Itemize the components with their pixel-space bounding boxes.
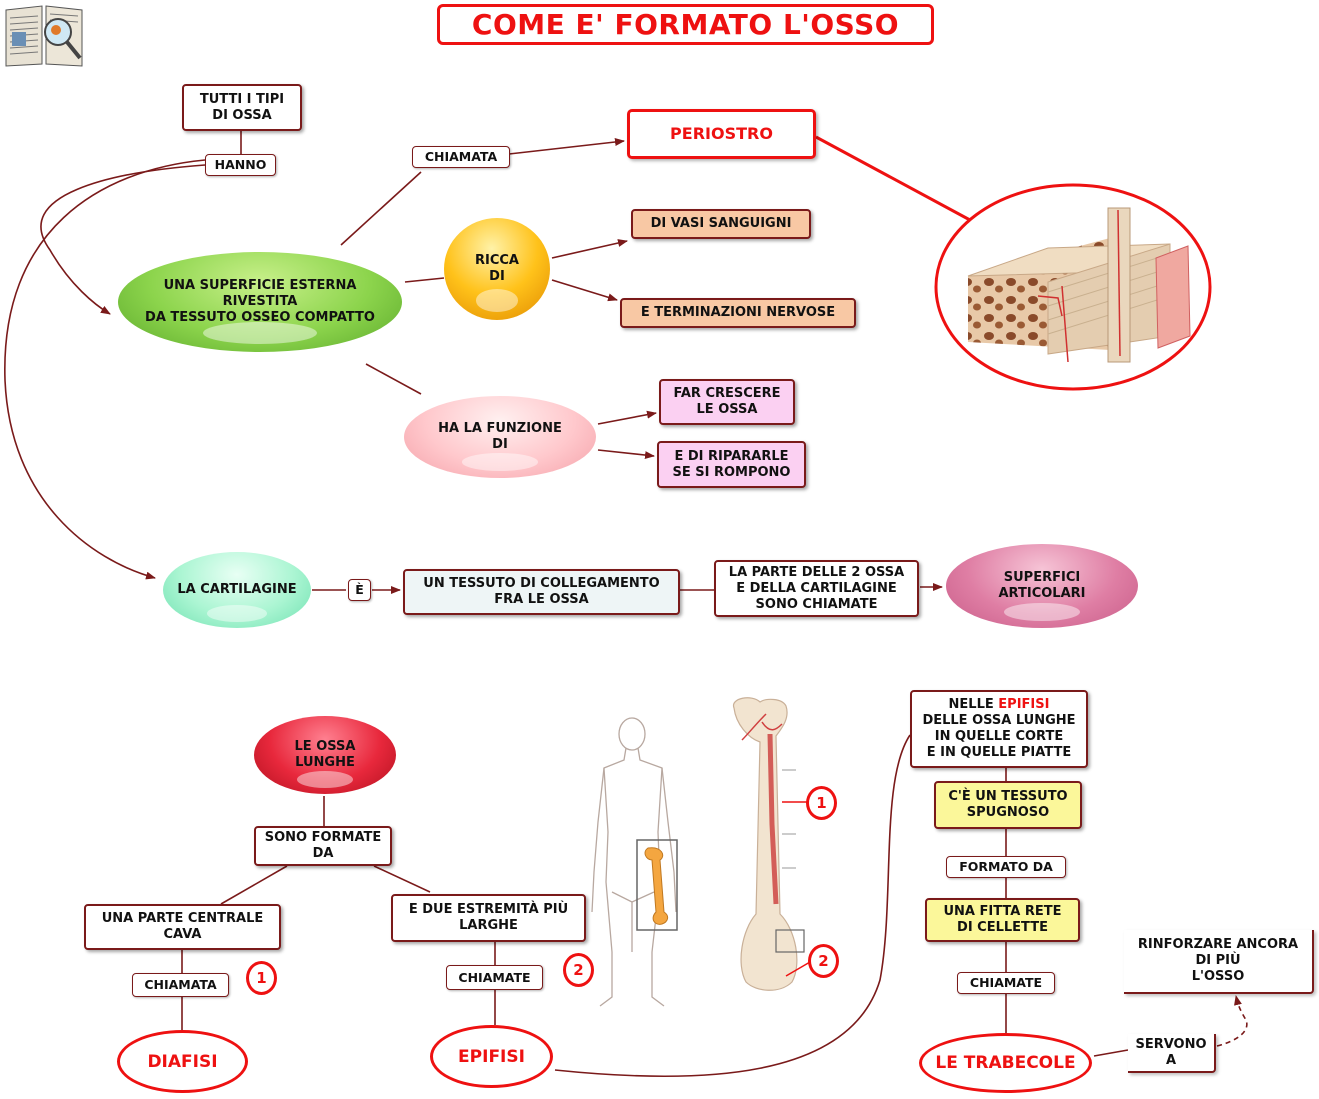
node-tessuto-collegamento: UN TESSUTO DI COLLEGAMENTO FRA LE OSSA (403, 569, 680, 615)
book-magnifier-icon (5, 5, 83, 67)
detail-circle (934, 183, 1212, 391)
node-trabecole: LE TRABECOLE (919, 1033, 1092, 1093)
node-ossa-lunghe: LE OSSA LUNGHE (254, 716, 396, 794)
node-due-estremita: E DUE ESTREMITÀ PIÙ LARGHE (391, 894, 586, 942)
link-formate-estremita (373, 865, 431, 893)
link-ricca-terminazioni (551, 279, 618, 302)
node-superficie-esterna: UNA SUPERFICIE ESTERNA RIVESTITA DA TESS… (118, 252, 402, 352)
ricca-text: RICCA DI (475, 253, 519, 284)
node-tutti-i-tipi: TUTTI I TIPI DI OSSA (182, 84, 302, 131)
node-cartilagine: LA CARTILAGINE (163, 552, 311, 628)
link-funzione-ripararle (597, 449, 655, 460)
node-superfici-articolari: SUPERFICI ARTICOLARI (946, 544, 1138, 628)
link-hanno-cartilagine (4, 159, 206, 580)
link-label-formato-da: FORMATO DA (946, 856, 1066, 878)
nelle-text: NELLE EPIFISI DELLE OSSA LUNGHE IN QUELL… (922, 697, 1076, 760)
link-superficie-funzione (365, 363, 422, 395)
node-vasi-sanguigni: DI VASI SANGUIGNI (631, 209, 811, 239)
link-label-chiamate-epifisi: CHIAMATE (446, 965, 543, 990)
link-trabecole-servono (1093, 1049, 1129, 1057)
node-ripararle: E DI RIPARARLE SE SI ROMPONO (657, 441, 806, 488)
node-sono-formate: SONO FORMATE DA (254, 826, 392, 866)
link-superficie-ricca (404, 277, 445, 283)
node-servono-a: SERVONO A (1128, 1034, 1216, 1073)
node-epifisi: EPIFISI (430, 1025, 553, 1088)
human-skeleton-figure (591, 717, 678, 1007)
node-parte-ossa: LA PARTE DELLE 2 OSSA E DELLA CARTILAGIN… (714, 560, 919, 617)
link-superficie-chiamata (340, 171, 422, 246)
link-label-chiamata-diafisi: CHIAMATA (132, 973, 229, 997)
ossa-lunghe-text: LE OSSA LUNGHE (294, 739, 356, 770)
link-label-hanno: HANNO (205, 154, 276, 176)
link-formate-centrale (220, 865, 288, 905)
link-periostro-detail (815, 135, 971, 222)
marker-number-2: 2 (563, 953, 594, 987)
femur-number-2: 2 (808, 944, 839, 978)
node-diafisi: DIAFISI (117, 1030, 248, 1093)
node-tessuto-spugnoso: C'È UN TESSUTO SPUGNOSO (934, 781, 1082, 829)
superfici-text: SUPERFICI ARTICOLARI (998, 570, 1086, 601)
link-epifisi-nelle (554, 734, 911, 1078)
node-ricca-di: RICCA DI (444, 218, 550, 320)
link-label-e: È (348, 579, 371, 601)
node-funzione: HA LA FUNZIONE DI (404, 396, 596, 478)
node-rinforzare: RINFORZARE ANCORA DI PIÙ L'OSSO (1124, 930, 1314, 994)
femur-illustration (733, 697, 811, 991)
superficie-text: UNA SUPERFICIE ESTERNA RIVESTITA DA TESS… (145, 278, 375, 325)
node-terminazioni-nervose: E TERMINAZIONI NERVOSE (620, 298, 856, 328)
node-periostro: PERIOSTRO (627, 109, 816, 159)
link-hanno-superficie (40, 164, 206, 315)
epifisi-highlight: EPIFISI (998, 697, 1050, 712)
link-label-chiamata-top: CHIAMATA (412, 146, 510, 168)
femur-number-1: 1 (806, 786, 837, 820)
link-funzione-crescere (597, 410, 657, 425)
link-label-chiamate-trabecole: CHIAMATE (957, 972, 1055, 994)
link-chiamata-periostro (508, 138, 625, 155)
node-fitta-rete: UNA FITTA RETE DI CELLETTE (925, 898, 1080, 942)
marker-number-1: 1 (246, 961, 277, 995)
link-ricca-vasi (551, 239, 628, 259)
node-parte-centrale: UNA PARTE CENTRALE CAVA (84, 904, 281, 950)
node-nelle-epifisi: NELLE EPIFISI DELLE OSSA LUNGHE IN QUELL… (910, 690, 1088, 768)
node-far-crescere: FAR CRESCERE LE OSSA (659, 379, 795, 425)
link-servono-rinforzare (1216, 995, 1248, 1047)
bone-cross-section-illustration (967, 207, 1191, 363)
cartilagine-text: LA CARTILAGINE (177, 582, 297, 597)
funzione-text: HA LA FUNZIONE DI (438, 421, 562, 452)
page-title: COME E' FORMATO L'OSSO (437, 4, 934, 45)
